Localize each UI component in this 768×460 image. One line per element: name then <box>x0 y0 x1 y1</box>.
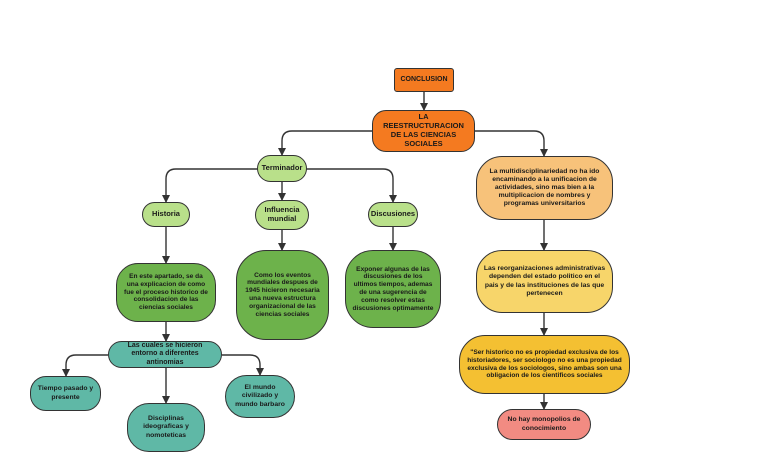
conclusion-node: CONCLUSION <box>394 68 454 92</box>
link-antinomias-tiempo <box>62 354 108 377</box>
monopolios-node: No hay monopolios de conocimiento <box>497 409 591 440</box>
discusiones-node: Discusiones <box>368 202 418 227</box>
antinomias-node: Las cuales se hicieron entorno a diferen… <box>108 341 222 368</box>
link-antinomias-mundo <box>222 354 264 376</box>
link-terminador-historia <box>162 168 258 203</box>
discusiones-description: Exponer algunas de las discusiones de lo… <box>345 250 441 328</box>
influencia-node: Influencia mundial <box>255 200 309 230</box>
terminador-node: Terminador <box>257 155 307 182</box>
ser-historico-node: "Ser historico no es propiedad exclusiva… <box>459 335 630 394</box>
historia-node: Historia <box>142 202 190 227</box>
link-main-multi <box>474 130 548 157</box>
multidisciplinariedad-node: La multidisciplinariedad no ha ido encam… <box>476 156 613 220</box>
tiempo-node: Tiempo pasado y presente <box>30 376 101 411</box>
reorganizaciones-node: Las reorganizaciones administrativas dep… <box>476 250 613 313</box>
influencia-description: Como los eventos mundiales despues de 19… <box>236 250 329 340</box>
main-topic-node: LA REESTRUCTURACION DE LAS CIENCIAS SOCI… <box>372 110 475 152</box>
historia-description: En este apartado, se da una explicacion … <box>116 263 216 322</box>
link-terminador-discusiones <box>306 168 397 203</box>
disciplinas-node: Disciplinas ideograficas y nomoteticas <box>127 403 205 452</box>
link-main-terminador <box>278 130 375 156</box>
mundo-node: El mundo civilizado y mundo barbaro <box>225 375 295 418</box>
